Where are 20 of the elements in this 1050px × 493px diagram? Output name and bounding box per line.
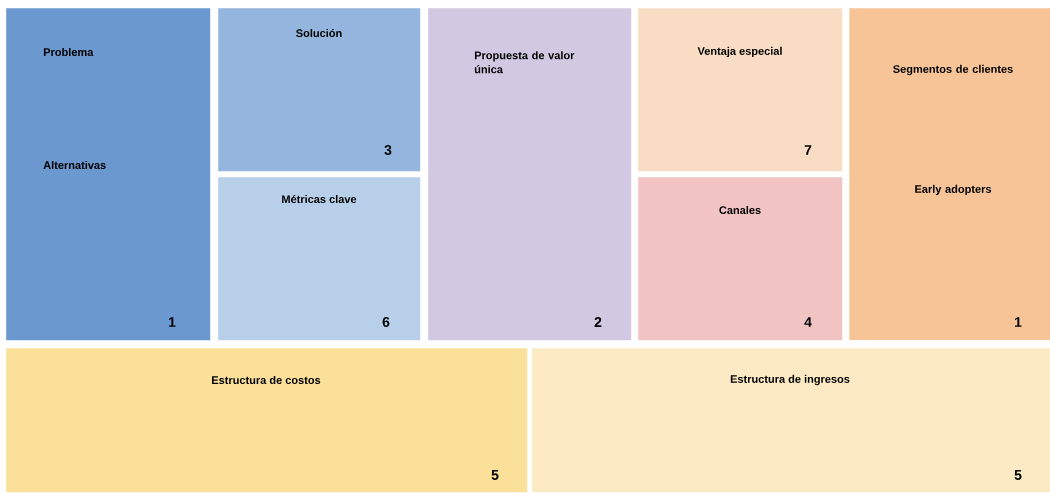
box-number: 1 bbox=[169, 317, 176, 327]
box-heading: Estructura de ingresos bbox=[730, 374, 850, 386]
box-number: 6 bbox=[382, 317, 390, 327]
box-number: 4 bbox=[804, 317, 812, 327]
box-heading: Estructura de costos bbox=[212, 375, 321, 385]
box-heading: Solución bbox=[296, 28, 342, 38]
box-heading: Problema bbox=[43, 47, 94, 57]
box-number: 3 bbox=[384, 145, 392, 155]
box-number: 5 bbox=[1014, 470, 1022, 480]
box-heading: Métricas clave bbox=[282, 194, 357, 204]
box-number: 2 bbox=[594, 317, 602, 327]
box-heading: Canales bbox=[719, 205, 761, 215]
box-number: 1 bbox=[1015, 317, 1022, 327]
box-heading: Alternativas bbox=[43, 160, 106, 170]
box-heading: Early adopters bbox=[915, 184, 992, 196]
box-heading: Propuesta de valor única bbox=[474, 51, 575, 74]
box-number: 7 bbox=[804, 145, 812, 155]
box-heading: Ventaja especial bbox=[697, 46, 782, 58]
box-heading: Segmentos de clientes bbox=[893, 64, 1013, 76]
box-number: 5 bbox=[491, 470, 499, 480]
